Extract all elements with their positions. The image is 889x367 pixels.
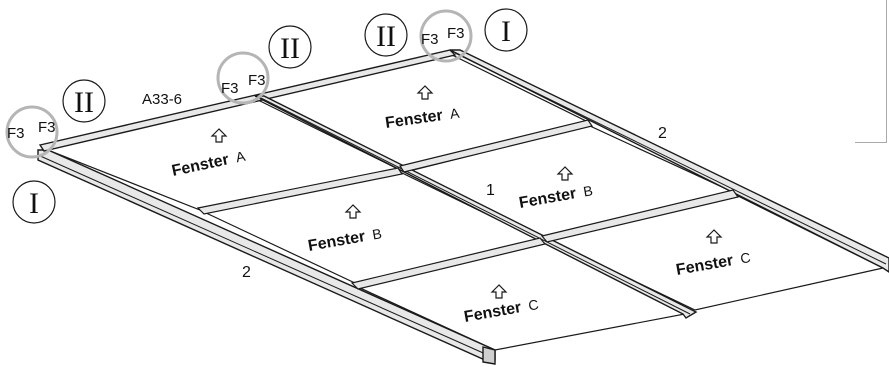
f3-label: F3 bbox=[38, 119, 56, 136]
glazing-bar-left-1 bbox=[196, 167, 403, 215]
center-rafter-profile bbox=[254, 95, 698, 319]
part-number-2: 2 bbox=[658, 125, 667, 142]
front-rail-endcap bbox=[482, 346, 496, 365]
f3-labels: F3 F3 F3 F3 F3 F3 bbox=[7, 25, 465, 142]
roman-callout-circle bbox=[12, 180, 56, 224]
roman-callout-circle bbox=[484, 8, 528, 52]
glazing-bar-left-2 bbox=[350, 237, 547, 290]
right-rail-profile bbox=[449, 49, 889, 273]
glazing-bars bbox=[196, 119, 740, 290]
part-label-a33-6: A33-6 bbox=[142, 91, 182, 108]
side-detail-frame bbox=[855, 0, 887, 143]
f3-label: F3 bbox=[248, 72, 266, 89]
roman-numeral-2: II bbox=[74, 86, 94, 119]
up-arrow-outline-icon bbox=[344, 204, 362, 219]
part-number-1: 1 bbox=[486, 182, 495, 199]
roman-callout-circle bbox=[364, 13, 408, 57]
up-arrow-outline-icon bbox=[490, 284, 508, 299]
roman-numeral-2: II bbox=[376, 20, 396, 53]
up-arrow-outline-icon bbox=[416, 85, 434, 100]
circle-highlight-icon bbox=[419, 9, 473, 63]
back-rail bbox=[38, 49, 457, 152]
f3-label: F3 bbox=[221, 80, 239, 97]
roman-callouts: I II II II I bbox=[12, 8, 528, 224]
up-arrow-outline-icon bbox=[556, 166, 574, 181]
glass-panels bbox=[46, 53, 885, 351]
glazing-bar-right-1 bbox=[399, 119, 593, 173]
up-arrow-outline-icon bbox=[705, 229, 723, 244]
circle-highlight-icon bbox=[216, 51, 270, 105]
right-rail-edge bbox=[454, 52, 887, 265]
right-rail bbox=[449, 49, 889, 273]
back-rail-profile bbox=[38, 49, 457, 152]
circle-highlight-icon bbox=[5, 105, 59, 159]
center-rafter bbox=[254, 95, 698, 319]
part-number-2: 2 bbox=[242, 264, 251, 281]
front-rail-edge bbox=[37, 154, 491, 357]
roman-callout-circle bbox=[62, 79, 106, 123]
roman-numeral-2: II bbox=[280, 32, 300, 65]
up-arrow-outline-icon bbox=[210, 128, 228, 143]
f3-label: F3 bbox=[447, 25, 465, 42]
connection-highlights bbox=[5, 9, 473, 159]
center-rafter-edge bbox=[258, 96, 691, 315]
f3-label: F3 bbox=[421, 31, 439, 48]
f3-label: F3 bbox=[7, 125, 25, 142]
roman-callout-circle bbox=[268, 25, 312, 69]
roman-numeral-1: I bbox=[29, 187, 39, 220]
roman-numeral-1: I bbox=[501, 15, 511, 48]
panel-arrows bbox=[210, 85, 723, 299]
glazing-bar-right-2 bbox=[540, 189, 740, 243]
